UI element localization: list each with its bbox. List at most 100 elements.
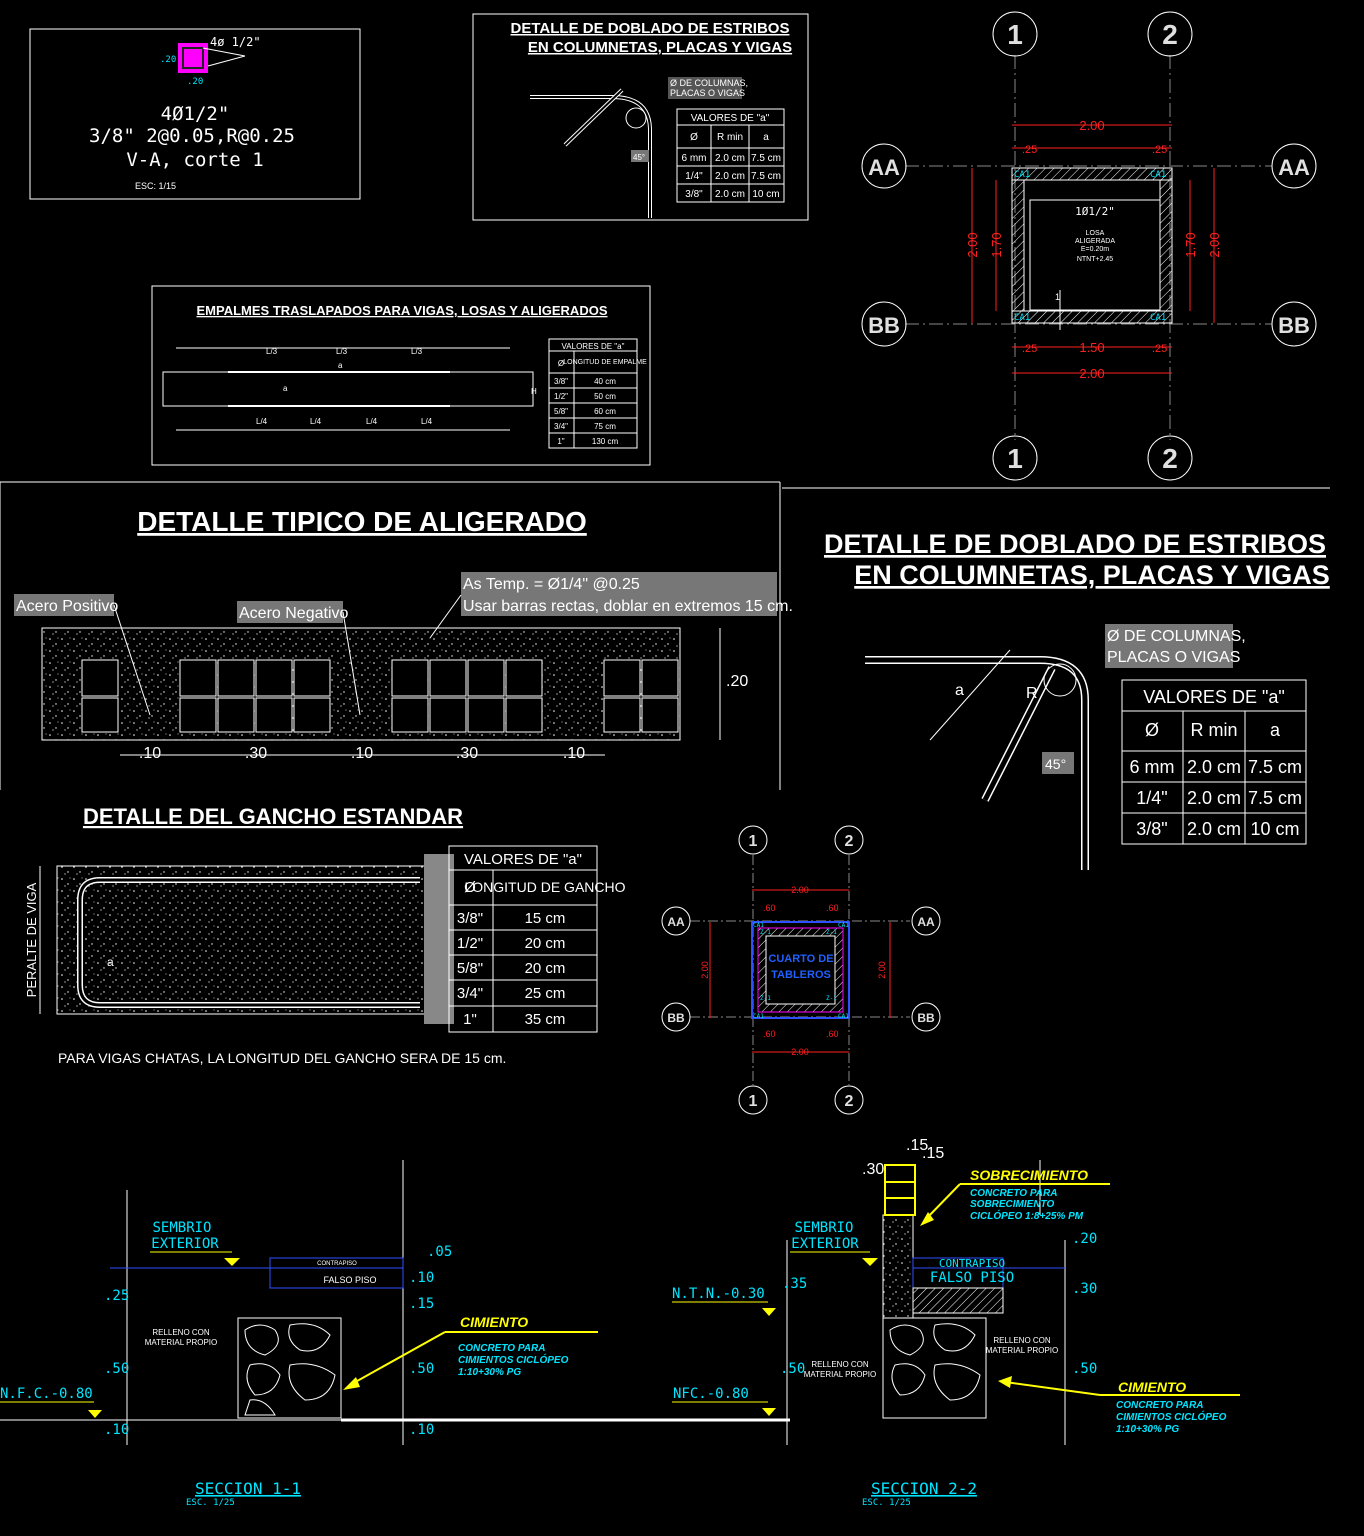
table-cell: 2.0 cm xyxy=(1187,819,1241,839)
stirrup-large-angle: 45° xyxy=(1045,756,1066,772)
plan-dim-right-outer: 2.00 xyxy=(1207,232,1222,257)
table-header: Ø xyxy=(464,879,476,896)
axis-bb: BB xyxy=(917,1011,935,1025)
hook-title: DETALLE DEL GANCHO ESTANDAR xyxy=(83,804,463,829)
table-cell: 3/8" xyxy=(457,910,483,927)
s2-falso-piso: FALSO PISO xyxy=(930,1270,1014,1286)
stirrup-small-angle: 45° xyxy=(633,153,645,162)
s1-dim-10b: .10 xyxy=(409,1422,434,1438)
table-cell: 10 cm xyxy=(752,189,779,200)
s2-dim-50b: .50 xyxy=(780,1361,805,1377)
label-temp1: As Temp. = Ø1/4" @0.25 xyxy=(463,576,640,593)
table-cell: 5/8" xyxy=(457,960,483,977)
stirrup-large-table: VALORES DE "a" Ø R min a 6 mm 2.0 cm 7.5… xyxy=(1121,679,1307,845)
splice-a: a xyxy=(338,361,343,370)
stirrup-large-table-title: VALORES DE "a" xyxy=(1143,687,1285,707)
splice-l3: L/3 xyxy=(411,347,423,356)
room-label-1: CUARTO DE xyxy=(768,953,833,965)
axis-2: 2 xyxy=(845,833,854,850)
table-cell: 3/4" xyxy=(554,422,568,431)
s1-title: SECCION 1-1 xyxy=(195,1479,301,1498)
table-cell: 1/4" xyxy=(685,171,703,182)
s2-scale: ESC. 1/25 xyxy=(862,1498,911,1508)
table-header: Ø xyxy=(690,132,698,143)
beam-line2: 3/8" 2@0.05,R@0.25 xyxy=(89,125,295,147)
axis-bb-right: BB xyxy=(1278,313,1310,338)
section-1-1: SEMBRIO EXTERIOR CONTRAPISO FALSO PISO R… xyxy=(0,1160,790,1508)
table-header: LONGITUD DE GANCHO xyxy=(464,879,625,895)
s2-dim-50: .50 xyxy=(1072,1361,1097,1377)
splices-detail: EMPALMES TRASLAPADOS PARA VIGAS, LOSAS Y… xyxy=(151,285,651,466)
table-cell: 3/8" xyxy=(554,377,568,386)
plan-large: 1 2 1 2 AA AA BB BB 2.00 .25 .25 1.50 .2… xyxy=(861,11,1317,481)
hook-side-label: PERALTE DE VIGA xyxy=(24,882,39,997)
plan-small-z: Z-1 xyxy=(760,929,771,936)
table-cell: 25 cm xyxy=(525,985,566,1002)
plan-small-dim-side: 2.00 xyxy=(877,961,887,979)
s1-dim-50: .50 xyxy=(104,1361,129,1377)
label-acero-negativo: Acero Negativo xyxy=(239,605,348,622)
col-tag: CA1 xyxy=(1150,170,1166,180)
s1-dim-15: .15 xyxy=(409,1296,434,1312)
table-cell: 20 cm xyxy=(525,960,566,977)
label-acero-positivo: Acero Positivo xyxy=(16,598,118,615)
splice-l4: L/4 xyxy=(421,417,433,426)
axis-1-top: 1 xyxy=(1007,19,1023,50)
splice-l4: L/4 xyxy=(256,417,268,426)
col-tag: CA1 xyxy=(1150,313,1166,323)
aligerado-dim: .10 xyxy=(351,745,373,762)
table-cell: 7.5 cm xyxy=(1248,788,1302,808)
beam-line3: V-A, corte 1 xyxy=(126,149,263,171)
table-cell: 2.0 cm xyxy=(1187,757,1241,777)
table-cell: 2.0 cm xyxy=(1187,788,1241,808)
axis-aa: AA xyxy=(917,915,935,929)
table-cell: 7.5 cm xyxy=(751,171,781,182)
table-cell: 2.0 cm xyxy=(715,171,745,182)
splice-l3: L/3 xyxy=(266,347,278,356)
table-cell: 1/4" xyxy=(1136,788,1167,808)
s1-spec1: CONCRETO PARA xyxy=(458,1343,545,1354)
s2-relleno2: MATERIAL PROPIO xyxy=(986,1346,1058,1355)
s2-sobre-spec2: SOBRECIMIENTO xyxy=(970,1199,1054,1210)
s2-contrapiso: CONTRAPISO xyxy=(939,1257,1005,1270)
hook-a: a xyxy=(107,955,114,969)
s2-sobre-spec1: CONCRETO PARA xyxy=(970,1188,1057,1199)
s2-sembrio2: EXTERIOR xyxy=(791,1236,859,1252)
s2-relleno1b: RELLENO CON xyxy=(811,1360,869,1369)
aligerado-title: DETALLE TIPICO DE ALIGERADO xyxy=(137,506,587,537)
table-header: R min xyxy=(717,132,743,143)
table-cell: 5/8" xyxy=(554,407,568,416)
s1-falso-piso: FALSO PISO xyxy=(323,1275,376,1285)
stirrup-detail-large: DETALLE DE DOBLADO DE ESTRIBOS EN COLUMN… xyxy=(782,487,1330,870)
plan-small-z: Z-1 xyxy=(826,929,837,936)
axis-1: 1 xyxy=(749,833,758,850)
plan-dim-left-outer: 2.00 xyxy=(965,232,980,257)
axis-2-bottom: 2 xyxy=(1162,443,1178,474)
plan-small-z: Z-1 xyxy=(826,995,837,1002)
plan-dim-bottom-inner: 1.50 xyxy=(1079,340,1104,355)
plan-rebar: 1Ø1/2" xyxy=(1075,205,1115,218)
s1-sembrio2: EXTERIOR xyxy=(151,1236,219,1252)
table-cell: 1/2" xyxy=(457,935,483,952)
plan-dim-right-inner: 1.70 xyxy=(1183,232,1198,257)
s1-spec3: 1:10+30% PG xyxy=(458,1367,521,1378)
slab-line2: ALIGERADA xyxy=(1075,238,1115,245)
stirrup-detail-small: DETALLE DE DOBLADO DE ESTRIBOS EN COLUMN… xyxy=(472,13,809,221)
s2-cim-spec3: 1:10+30% PG xyxy=(1116,1424,1179,1435)
beam-dim-left: .20 xyxy=(160,55,176,65)
splice-a: a xyxy=(283,384,288,393)
s2-sobre: SOBRECIMIENTO xyxy=(970,1167,1088,1183)
table-header: Ø xyxy=(1145,720,1159,740)
table-cell: 50 cm xyxy=(594,392,616,401)
s1-relleno2: MATERIAL PROPIO xyxy=(145,1338,217,1347)
beam-section-detail: 4ø 1/2" .20 .20 4Ø1/2" 3/8" 2@0.05,R@0.2… xyxy=(29,28,361,200)
s2-sobre-spec3: CICLÓPEO 1:8+25% PM xyxy=(970,1209,1084,1222)
table-cell: 35 cm xyxy=(525,1011,566,1028)
table-cell: 10 cm xyxy=(1250,819,1299,839)
stirrup-large-title1: DETALLE DE DOBLADO DE ESTRIBOS xyxy=(824,529,1326,559)
slab-line4: NTNT+2.45 xyxy=(1077,256,1113,263)
aligerado-dim: .30 xyxy=(245,745,267,762)
s1-dim-25: .25 xyxy=(104,1288,129,1304)
stirrup-small-table: VALORES DE "a" Ø R min a 6 mm 2.0 cm 7.5… xyxy=(676,108,785,203)
beam-bar-label: 4ø 1/2" xyxy=(210,35,261,49)
